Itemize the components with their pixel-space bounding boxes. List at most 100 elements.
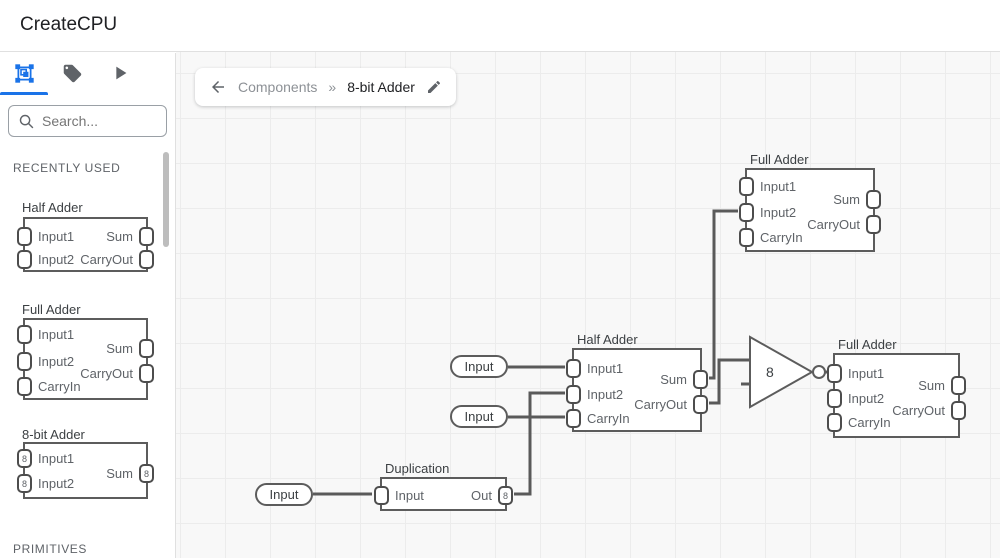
port-label: Input1 [760, 179, 797, 194]
port-sum[interactable] [693, 370, 708, 389]
tab-run[interactable] [96, 53, 144, 93]
app-title: CreateCPU [20, 14, 118, 35]
port-input2[interactable] [17, 250, 32, 269]
wire-layer: 8 [313, 209, 829, 496]
gate-triangle [749, 335, 815, 409]
port-carryout[interactable] [693, 395, 708, 414]
port-label: CarryOut [807, 217, 860, 232]
active-tab-indicator [0, 92, 48, 95]
port-carryin[interactable] [827, 413, 842, 432]
buffer-gate-node[interactable]: 8 [749, 335, 826, 409]
app-header: CreateCPU [0, 0, 1000, 52]
input-pill[interactable]: Input [255, 483, 313, 506]
gate-width-label: 8 [766, 364, 774, 380]
port-out[interactable]: 8 [498, 486, 513, 505]
port-input1[interactable] [566, 359, 581, 378]
port-label: CarryIn [38, 379, 81, 394]
component-card-title: Half Adder [22, 200, 83, 215]
port-sum[interactable] [139, 339, 154, 358]
port-carryin[interactable] [566, 409, 581, 428]
tab-components[interactable] [0, 53, 48, 93]
wire[interactable] [709, 358, 750, 405]
back-button[interactable] [209, 78, 227, 96]
port-input1[interactable] [17, 325, 32, 344]
port-label: Input1 [38, 451, 75, 466]
port-sum[interactable]: 8 [139, 464, 154, 483]
port-label: CarryOut [80, 252, 133, 267]
port-input1[interactable] [827, 364, 842, 383]
input-pill[interactable]: Input [450, 355, 508, 378]
port-sum[interactable] [951, 376, 966, 395]
port-sum[interactable] [866, 190, 881, 209]
port-carryin[interactable] [17, 377, 32, 396]
sidebar-scrollbar-thumb[interactable] [163, 152, 169, 247]
component-card-title: 8-bit Adder [22, 427, 85, 442]
search-input[interactable] [42, 113, 152, 129]
port-label: Out [471, 488, 492, 503]
tab-tags[interactable] [48, 53, 96, 93]
edit-name-button[interactable] [426, 79, 442, 95]
component-card-title: Full Adder [22, 302, 81, 317]
input-pill[interactable]: Input [450, 405, 508, 428]
sidebar-tabs [0, 53, 175, 95]
port-label: Sum [106, 341, 133, 356]
port-carryin[interactable] [739, 228, 754, 247]
port-label: Sum [918, 378, 945, 393]
node-title: Duplication [385, 461, 450, 476]
port-label: Input [395, 488, 424, 503]
arrow-left-icon [212, 81, 224, 93]
port-label: CarryOut [892, 403, 945, 418]
node-title: Full Adder [838, 337, 897, 352]
node-title: Half Adder [577, 332, 638, 347]
wire[interactable] [514, 391, 565, 496]
port-input2[interactable] [566, 385, 581, 404]
breadcrumb-parent[interactable]: Components [238, 79, 318, 95]
tag-icon [63, 64, 81, 82]
breadcrumb-separator: » [328, 79, 337, 95]
port-carryout[interactable] [951, 401, 966, 420]
components-icon [14, 63, 34, 83]
port-label: Input1 [587, 361, 624, 376]
port-label: Sum [660, 372, 687, 387]
port-carryout[interactable] [866, 215, 881, 234]
port-sum[interactable] [139, 227, 154, 246]
search-box[interactable] [8, 105, 167, 137]
wire[interactable] [709, 209, 738, 380]
port-carryout[interactable] [139, 250, 154, 269]
port-label: Sum [106, 229, 133, 244]
port-input1[interactable] [17, 227, 32, 246]
port-carryout[interactable] [139, 364, 154, 383]
port-input1[interactable]: 8 [17, 449, 32, 468]
port-input2[interactable] [739, 203, 754, 222]
port-label: CarryIn [848, 415, 891, 430]
port-label: Sum [106, 466, 133, 481]
port-label: CarryOut [634, 397, 687, 412]
port-input1[interactable] [739, 177, 754, 196]
port-label: CarryIn [587, 411, 630, 426]
port-label: Input1 [38, 327, 75, 342]
port-label: Input2 [760, 205, 797, 220]
port-input2[interactable]: 8 [17, 474, 32, 493]
port-label: Input1 [38, 229, 75, 244]
port-label: Input2 [38, 476, 75, 491]
gate-invert-bubble [812, 365, 826, 379]
port-input[interactable] [374, 486, 389, 505]
section-heading-recently-used: RECENTLY USED [13, 161, 121, 175]
port-label: Input2 [587, 387, 624, 402]
port-label: Input2 [848, 391, 885, 406]
port-label: CarryIn [760, 230, 803, 245]
port-label: Input2 [38, 252, 75, 267]
port-input2[interactable] [827, 389, 842, 408]
port-input2[interactable] [17, 352, 32, 371]
